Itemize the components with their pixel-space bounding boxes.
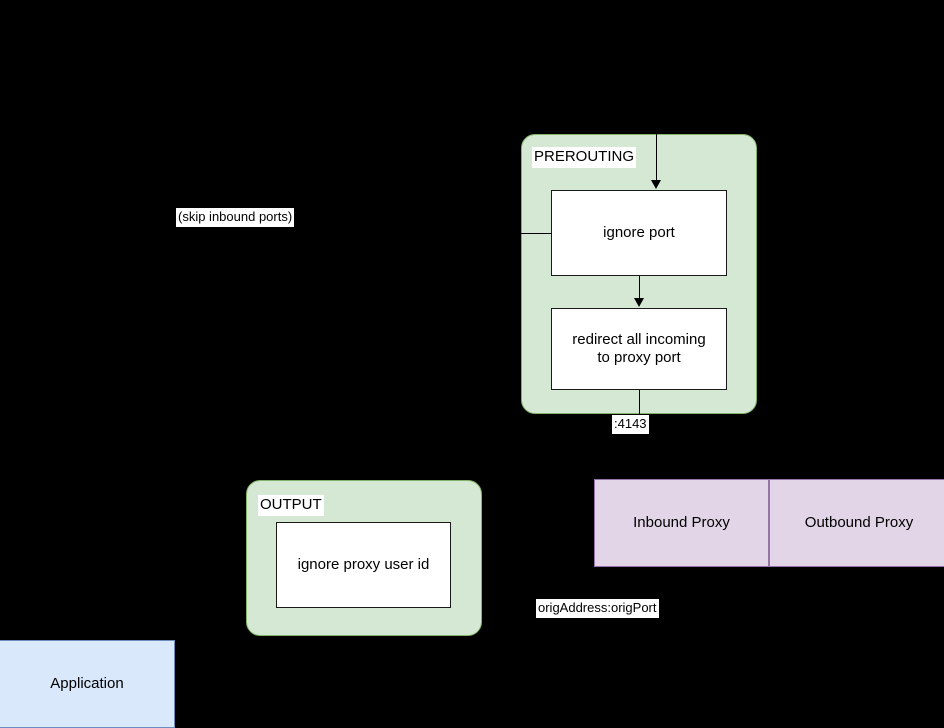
rule-ignore-port[interactable]: ignore port bbox=[551, 190, 727, 276]
edge-label-proxy-port: :4143 bbox=[612, 415, 649, 434]
rule-ignore-proxy-user-id-label: ignore proxy user id bbox=[297, 556, 430, 573]
edge-incoming-traffic-line bbox=[656, 0, 657, 182]
edge-ignore-to-redirect-arrow bbox=[634, 298, 644, 307]
rule-ignore-proxy-user-id[interactable]: ignore proxy user id bbox=[276, 522, 451, 608]
edge-redirect-to-inbound-line bbox=[639, 390, 640, 479]
node-inbound-proxy-label: Inbound Proxy bbox=[633, 514, 730, 531]
chain-output-title: OUTPUT bbox=[258, 495, 324, 516]
edge-skip-inbound-ports-line bbox=[521, 233, 552, 234]
edge-incoming-traffic-arrow bbox=[651, 180, 661, 189]
rule-redirect-incoming-line1: redirect all incoming bbox=[572, 331, 706, 348]
node-inbound-proxy[interactable]: Inbound Proxy bbox=[594, 479, 769, 567]
edge-ignore-to-redirect-line bbox=[639, 276, 640, 300]
rule-redirect-incoming-line2: to proxy port bbox=[597, 349, 681, 366]
node-application-label: Application bbox=[50, 675, 124, 692]
node-application[interactable]: Application bbox=[0, 640, 175, 728]
edge-label-orig-address-port: origAddress:origPort bbox=[536, 599, 659, 618]
rule-redirect-incoming[interactable]: redirect all incoming to proxy port bbox=[551, 308, 727, 390]
edge-label-skip-inbound-ports: (skip inbound ports) bbox=[176, 208, 295, 227]
rule-ignore-port-label: ignore port bbox=[603, 224, 675, 241]
node-outbound-proxy-label: Outbound Proxy bbox=[804, 514, 914, 531]
chain-prerouting-title: PREROUTING bbox=[532, 147, 637, 168]
node-outbound-proxy[interactable]: Outbound Proxy bbox=[769, 479, 944, 567]
